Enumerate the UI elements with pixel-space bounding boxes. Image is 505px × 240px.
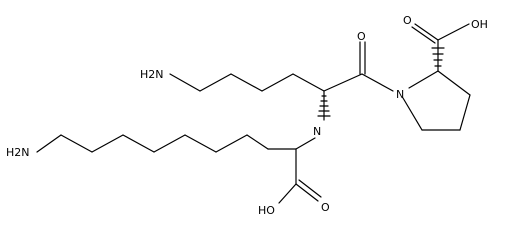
amine-label-bottom: H2N	[6, 146, 30, 159]
proline-acid-to-hydroxyl-bond	[437, 23, 470, 41]
alpha-to-carbonyl-bond	[323, 73, 363, 92]
nh-to-alpha2-bond	[295, 137, 316, 150]
proline-acid-hydroxyl-label: OH	[471, 18, 488, 31]
secondary-amine-label: N	[313, 125, 321, 138]
bottom-acid-oxygen-label: O	[321, 201, 330, 214]
amine-label-top: H2N	[140, 68, 164, 81]
proline-alpha-hashed-bond	[431, 47, 445, 67]
carbonyl-to-ring-n-bond	[361, 73, 394, 92]
proline-acid-oxygen-label: O	[403, 14, 412, 27]
acid-carbon-to-hydroxyl-bond	[278, 183, 297, 204]
proline-acid-double-bond-a	[414, 23, 439, 41]
ring-nitrogen-label: N	[396, 88, 404, 101]
structure-canvas: H2N H2N N N O OH O HO O	[6, 14, 488, 217]
proline-acid-double-bond-b	[411, 26, 436, 44]
acid-carbon-double-bond-b	[298, 179, 322, 198]
bottom-chain-bonds	[36, 134, 297, 153]
lysine-side-chain-bonds	[169, 73, 325, 92]
acid-carbon-double-bond-a	[295, 183, 319, 202]
carbonyl-oxygen-label: O	[357, 30, 366, 43]
molecule-drawing: H2N H2N N N O OH O HO O	[6, 14, 488, 217]
proline-ring-bonds	[402, 70, 471, 131]
bottom-acid-hydroxyl-label: HO	[258, 204, 275, 217]
